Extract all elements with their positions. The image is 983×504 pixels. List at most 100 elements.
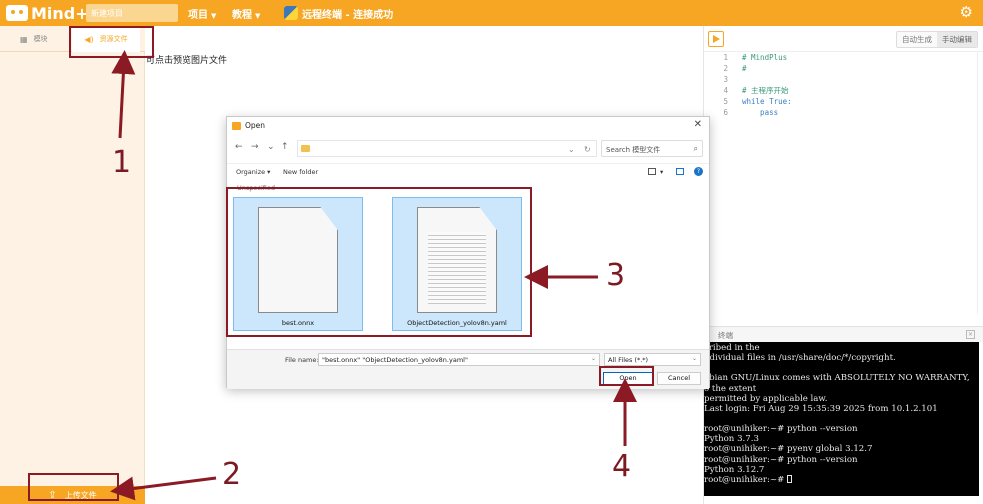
chevron-down-icon: ⌄ <box>691 355 697 362</box>
line-number: 4 <box>723 86 728 95</box>
gear-icon[interactable]: ⚙ <box>959 3 973 21</box>
code-line: 4 # 主程序开始 <box>704 85 983 96</box>
terminal-line: root@unihiker:~# python --version <box>704 454 858 465</box>
speaker-icon: ◀) <box>84 34 94 44</box>
file-item[interactable]: ObjectDetection_yolov8n.yaml <box>392 197 522 331</box>
terminal-line <box>704 414 979 424</box>
remote-status-text: 远程终端 - 连接成功 <box>302 9 394 21</box>
line-number: 6 <box>723 108 728 117</box>
close-icon[interactable]: × <box>966 330 975 339</box>
help-icon[interactable]: ? <box>694 167 703 176</box>
chevron-down-icon: ▼ <box>211 12 217 20</box>
file-list: Unspecified best.onnx ObjectDetection_yo… <box>227 181 709 349</box>
run-button[interactable] <box>708 31 724 47</box>
mode-auto-generate[interactable]: 自动生成 <box>897 32 937 47</box>
file-name-input[interactable]: "best.onnx" "ObjectDetection_yolov8n.yam… <box>318 353 600 366</box>
forward-arrow-icon[interactable]: → <box>251 142 259 152</box>
code-line: 6 pass <box>704 107 983 118</box>
terminal-line: permitted by applicable law. <box>704 393 828 404</box>
file-name-value: "best.onnx" "ObjectDetection_yolov8n.yam… <box>322 356 468 364</box>
tab-modules[interactable]: ▦ 模块 <box>20 26 48 52</box>
project-name-input[interactable]: 新建项目 <box>86 4 178 22</box>
menu-project-label: 项目 <box>188 10 208 21</box>
terminal-line: Python 3.7.3 <box>704 434 759 445</box>
terminal-line: ndividual files in /usr/share/doc/*/copy… <box>704 353 896 364</box>
annotation-box-1 <box>69 26 154 58</box>
file-name: best.onnx <box>281 319 315 327</box>
chevron-down-icon: ▼ <box>255 12 261 20</box>
file-type-value: All Files (*.*) <box>608 356 649 364</box>
line-text: pass <box>742 108 779 117</box>
chevron-down-icon[interactable]: ▾ <box>660 168 664 176</box>
code-toolbar: 自动生成 手动编辑 <box>704 26 983 52</box>
line-number: 1 <box>723 53 728 62</box>
line-number: 3 <box>723 75 728 84</box>
dialog-toolbar: Organize ▾ New folder ▾ ? <box>227 163 709 179</box>
address-bar[interactable]: ⌄ ↻ <box>297 140 597 157</box>
terminal-line: o the extent <box>704 383 757 394</box>
terminal-line: root@unihiker:~# python --version <box>704 424 858 435</box>
chevron-down-icon[interactable]: ⌄ <box>590 355 596 362</box>
line-text: while True: <box>742 97 792 106</box>
terminal-line: Python 3.12.7 <box>704 464 765 475</box>
line-text: # MindPlus <box>742 53 788 62</box>
app-icon <box>232 122 241 130</box>
dialog-navbar: ← → ⌄ ↑ ⌄ ↻ Search 模型文件 ⌕ <box>227 137 709 161</box>
text-file-icon <box>417 207 497 313</box>
code-line: 3 <box>704 74 983 85</box>
organize-menu[interactable]: Organize ▾ <box>236 168 271 176</box>
chevron-down-icon[interactable]: ⌄ <box>267 142 275 152</box>
line-text: # <box>742 64 747 73</box>
mode-manual-edit[interactable]: 手动编辑 <box>937 32 977 47</box>
terminal-line <box>704 363 979 373</box>
terminal-title: 终端 <box>718 331 733 340</box>
back-arrow-icon[interactable]: ← <box>235 142 243 152</box>
cancel-button[interactable]: Cancel <box>657 372 701 385</box>
upload-file-label: 上传文件 <box>64 490 97 500</box>
top-bar: Mind+ 新建项目 项目▼ 教程▼ 远程终端 - 连接成功 ⚙ <box>0 0 983 26</box>
annotation-number-2: 2 <box>222 457 242 492</box>
file-item[interactable]: best.onnx <box>233 197 363 331</box>
terminal-prompt: root@unihiker:~# <box>704 474 788 485</box>
dialog-titlebar: Open ✕ <box>227 117 709 135</box>
dialog-title: Open <box>245 121 266 130</box>
refresh-icon[interactable]: ↻ <box>584 145 591 154</box>
terminal-output[interactable]: cribed in the ndividual files in /usr/sh… <box>704 342 979 496</box>
remote-terminal-status[interactable]: 远程终端 - 连接成功 <box>284 4 393 22</box>
menu-tutorial-label: 教程 <box>232 10 252 21</box>
line-text: # 主程序开始 <box>742 86 789 95</box>
new-folder-button[interactable]: New folder <box>283 168 319 176</box>
close-icon[interactable]: ✕ <box>693 119 702 130</box>
terminal-line: Last login: Fri Aug 29 15:35:39 2025 fro… <box>704 403 938 414</box>
terminal-prompt-line: root@unihiker:~# <box>704 475 979 485</box>
annotation-box-2 <box>28 473 119 501</box>
view-options-icon[interactable] <box>648 168 656 175</box>
search-placeholder: Search 模型文件 <box>606 146 661 154</box>
chevron-down-icon[interactable]: ⌄ <box>568 145 575 154</box>
resource-sidebar: ▦ 模块 ◀) 资源文件 ⇪ 上传文件 <box>0 26 145 504</box>
code-line: 1 # MindPlus <box>704 52 983 63</box>
mindplus-logo[interactable]: Mind+ <box>6 3 89 23</box>
up-arrow-icon[interactable]: ↑ <box>281 142 289 152</box>
preview-hint: 可点击预览图片文件 <box>146 56 228 66</box>
python-icon <box>284 6 298 20</box>
tab-resources[interactable]: ◀) 资源文件 <box>72 26 140 52</box>
annotation-box-4 <box>599 366 654 386</box>
preview-pane-icon[interactable] <box>676 168 684 175</box>
terminal-cursor <box>787 475 793 484</box>
tab-resources-label: 资源文件 <box>99 35 128 43</box>
file-name-label: File name: <box>285 356 319 364</box>
menu-project[interactable]: 项目▼ <box>188 6 216 21</box>
robot-logo-icon <box>6 5 28 21</box>
search-input[interactable]: Search 模型文件 ⌕ <box>601 140 703 157</box>
file-type-select[interactable]: All Files (*.*) ⌄ <box>604 353 701 366</box>
file-name: ObjectDetection_yolov8n.yaml <box>407 319 507 327</box>
annotation-number-4: 4 <box>612 449 632 484</box>
logo-text: Mind+ <box>31 3 89 23</box>
menu-tutorial[interactable]: 教程▼ <box>232 6 260 21</box>
blank-file-icon <box>258 207 338 313</box>
annotation-number-1: 1 <box>112 145 132 180</box>
terminal-line: root@unihiker:~# pyenv global 3.12.7 <box>704 444 873 455</box>
sidebar-tabs: ▦ 模块 ◀) 资源文件 <box>0 26 145 52</box>
